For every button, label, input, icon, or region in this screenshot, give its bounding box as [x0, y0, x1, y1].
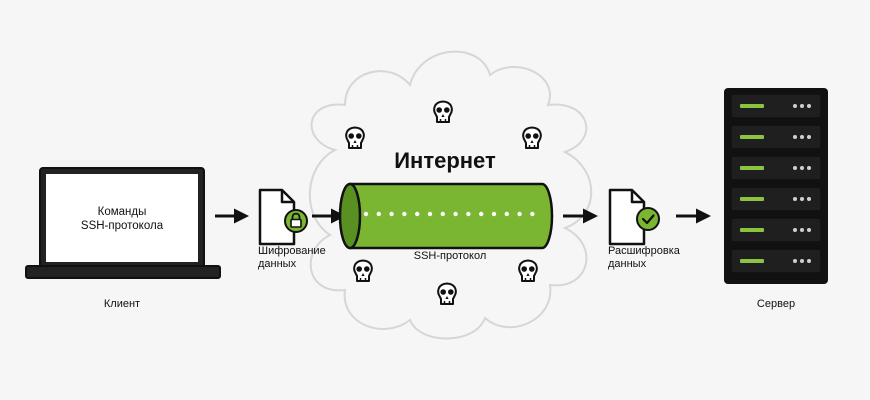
tunnel-dot	[479, 211, 484, 217]
laptop-icon	[25, 167, 221, 279]
tunnel-dot	[389, 211, 394, 217]
skull-icon	[437, 282, 457, 305]
encrypted-document-icon	[258, 188, 308, 246]
tunnel-dot	[402, 211, 407, 217]
tunnel-dot	[427, 211, 433, 217]
skull-icon	[345, 126, 365, 149]
tunnel-dot	[440, 211, 445, 217]
decrypted-document-icon	[608, 188, 660, 246]
client-label: Клиент	[103, 298, 141, 310]
skull-icon	[522, 126, 542, 149]
tunnel-dot	[363, 211, 369, 217]
encrypt-label: Шифрование данных	[258, 245, 326, 270]
tunnel-dot	[415, 211, 420, 217]
tunnel-dot	[376, 211, 381, 217]
server-label: Сервер	[756, 298, 796, 310]
lock-icon	[290, 212, 302, 228]
tunnel-dot	[530, 211, 535, 217]
tunnel-label: SSH-протокол	[413, 250, 487, 262]
tunnel-dot	[491, 211, 497, 217]
tunnel-dot	[466, 211, 471, 217]
tunnel-dot	[453, 211, 458, 217]
internet-title: Интернет	[394, 148, 496, 173]
ssh-tunnel	[338, 182, 554, 250]
tunnel-dot	[504, 211, 509, 217]
server-icon	[724, 88, 828, 284]
decrypt-label: Расшифровка данных	[608, 245, 680, 270]
commands-label: Команды SSH-протокола	[80, 206, 164, 232]
check-icon	[641, 214, 655, 225]
skull-icon	[353, 259, 373, 282]
tunnel-dot	[517, 211, 522, 217]
skull-icon	[518, 259, 538, 282]
skull-icon	[433, 100, 453, 123]
